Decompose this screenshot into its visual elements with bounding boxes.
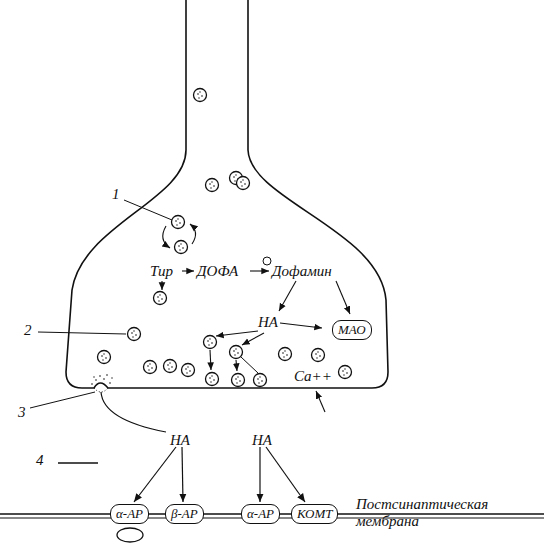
- substance-label: Тир: [150, 263, 173, 280]
- enzyme-box: МАО: [332, 320, 372, 340]
- enzyme-box: КОМТ: [291, 504, 338, 524]
- callout-number: 3: [18, 404, 26, 421]
- substance-label: ДОФА: [197, 263, 238, 280]
- receptor-box: α-АР: [110, 504, 149, 524]
- substance-label: НА: [258, 314, 278, 331]
- callout-number: 2: [24, 322, 32, 339]
- receptor-box: β-АР: [165, 504, 204, 524]
- receptor-box: α-АР: [241, 504, 280, 524]
- substance-label: Дофамин: [272, 263, 332, 280]
- node-text: β-АР: [171, 506, 198, 522]
- node-text: КОМТ: [297, 506, 332, 522]
- callout-number: 4: [36, 452, 44, 469]
- node-text: α-АР: [247, 506, 274, 522]
- substance-label: НА: [252, 432, 272, 449]
- membrane-label: Постсинаптическая мембрана: [356, 496, 506, 529]
- ion-label: Ca++: [294, 368, 332, 385]
- node-text: α-АР: [116, 506, 143, 522]
- substance-label: НА: [170, 432, 190, 449]
- callout-number: 1: [112, 186, 120, 203]
- node-text: МАО: [338, 322, 366, 338]
